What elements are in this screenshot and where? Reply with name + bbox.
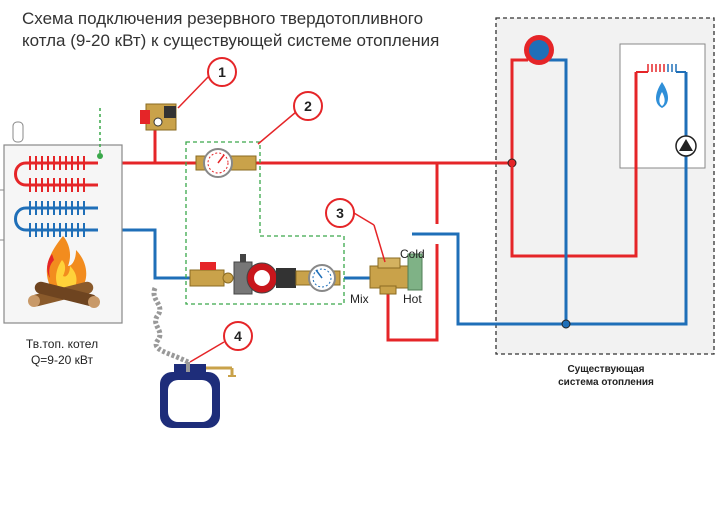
existing-system-label-1: Существующая (567, 364, 644, 375)
hot-loop-to-valve (386, 244, 439, 342)
callout-1: 1 (177, 57, 237, 109)
callout-2: 2 (257, 91, 323, 145)
existing-system-label-2: система отопления (558, 377, 654, 388)
callout-number-1: 1 (218, 64, 226, 80)
callout-3: 3 (325, 198, 386, 263)
boiler-label-1: Тв.топ. котел (26, 337, 98, 351)
title-line-2: котла (9-20 кВт) к существующей системе … (22, 31, 439, 50)
valve-label-hot: Hot (403, 292, 422, 306)
fire-icon (46, 236, 87, 295)
gas-burner-coil (647, 64, 677, 72)
callout-number-2: 2 (304, 98, 312, 114)
mixing-valve-icon (369, 253, 423, 295)
gas-flame-inner-icon (659, 92, 665, 106)
callout-4: 4 (189, 321, 253, 363)
sensor-node (97, 153, 103, 159)
callout-number-3: 3 (336, 205, 344, 221)
valve-label-cold: Cold (400, 247, 425, 261)
existing-hot-loop (510, 58, 638, 258)
boiler-label-2: Q=9-20 кВт (31, 353, 94, 367)
logs-icon (28, 281, 100, 308)
circulation-pump-icon (233, 254, 296, 295)
existing-pump-arrow-icon (679, 139, 693, 151)
boiler-return-pipe (98, 228, 193, 280)
safety-group-icon (140, 103, 177, 163)
cold-return-pipe (412, 232, 566, 326)
expansion-tank-icon (151, 287, 236, 428)
title-line-1: Схема подключения резервного твердотопли… (22, 9, 423, 28)
callout-number-4: 4 (234, 328, 242, 344)
hot-thermometer-icon (195, 148, 257, 178)
radiator-inner-icon (529, 40, 549, 60)
cold-junction-node (561, 319, 571, 329)
ball-valve-icon (189, 262, 234, 287)
boiler-thermometer-icon (12, 121, 24, 143)
boiler-coil-fins (29, 156, 85, 237)
boiler-cold-coil (14, 206, 98, 232)
boiler-hot-coil (14, 161, 98, 187)
valve-label-mix: Mix (350, 292, 369, 306)
return-thermometer-icon (295, 264, 341, 292)
